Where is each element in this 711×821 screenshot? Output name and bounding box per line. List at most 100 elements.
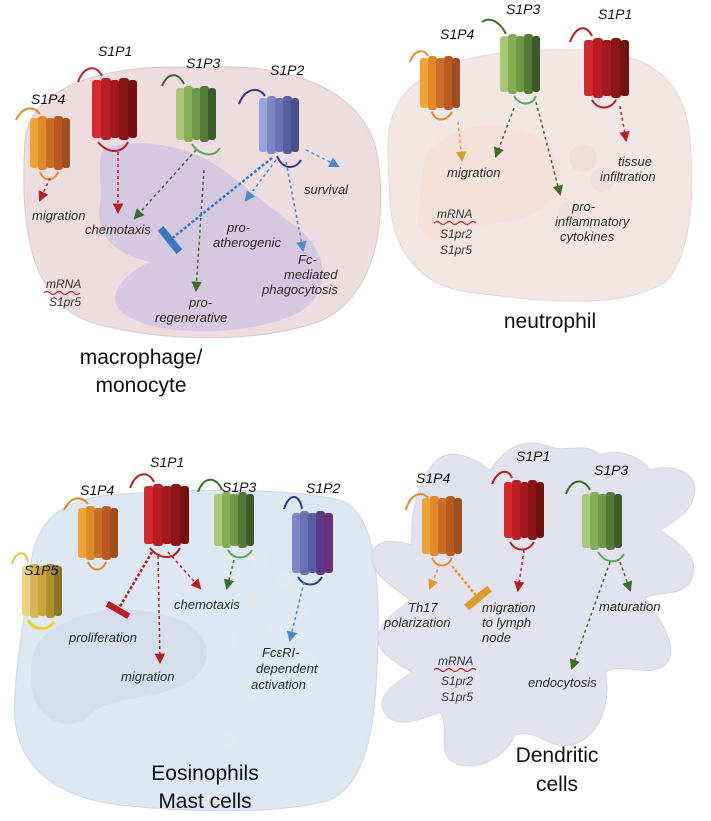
effect-proatherogenic-line2: atherogenic — [213, 235, 281, 250]
effect-endocytosis: endocytosis — [528, 675, 597, 690]
receptor-s1p1-label: S1P1 — [98, 43, 132, 59]
effect-migration: migration — [447, 165, 500, 180]
macrophage-title-line1: macrophage/ — [80, 346, 203, 369]
arrow-s1p1-chemotaxis — [167, 551, 202, 590]
effect-proinflammatory-line2: inflammatory — [555, 214, 631, 229]
effect-lymph-line2: to lymph — [482, 615, 531, 630]
receptor-s1p1-label: S1P1 — [598, 6, 632, 22]
receptor-s1p4 — [63, 497, 118, 571]
mrna-gene-s1pr5: S1pr5 — [440, 243, 472, 257]
granules — [173, 551, 327, 767]
effect-proliferation: proliferation — [68, 630, 137, 645]
receptor-s1p3 — [161, 74, 221, 156]
effect-fc-line3: phagocytosis — [261, 282, 338, 297]
receptor-s1p3 — [565, 480, 625, 563]
eosinophil-title-line2: Mast cells — [158, 790, 251, 813]
neutrophil-panel: S1P4 S1P3 S1P1 migration pro- inflamma — [387, 1, 693, 333]
receptor-s1p2-label: S1P2 — [306, 480, 340, 496]
arrow-s1p1-lymph — [514, 549, 525, 593]
arrow-s1p3-migration — [494, 107, 515, 158]
effect-fc-line2: mediated — [284, 267, 338, 282]
effect-chemotaxis: chemotaxis — [174, 597, 240, 612]
effect-migration: migration — [32, 208, 85, 223]
effect-chemotaxis: chemotaxis — [85, 222, 151, 237]
effect-fceri-line1: FcεRI- — [262, 645, 300, 660]
inhibit-s1p1-proliferation — [105, 551, 154, 620]
mrna-label: mRNA — [438, 654, 473, 668]
effect-proregenerative-line2: regenerative — [155, 310, 227, 325]
arrow-s1p3-endocytosis — [569, 561, 611, 670]
effect-lymph-line3: node — [482, 630, 511, 645]
receptor-s1p1 — [77, 67, 137, 152]
macrophage-nucleus — [99, 143, 323, 332]
receptor-s1p1 — [129, 473, 189, 558]
receptor-s1p1 — [491, 470, 544, 551]
eosinophil-nucleus — [30, 609, 207, 725]
effect-maturation: maturation — [599, 599, 660, 614]
effect-th17-line2: polarization — [383, 615, 451, 630]
receptor-s1p3-label: S1P3 — [506, 1, 540, 17]
effect-tissue-line2: infiltration — [600, 169, 656, 184]
dendritic-title-line2: cells — [536, 773, 578, 796]
inhibit-s1p4-lymph — [451, 565, 493, 611]
mrna-label: mRNA — [46, 277, 81, 291]
macrophage-panel: S1P4 S1P1 S1P3 — [15, 43, 382, 397]
effect-survival: survival — [304, 182, 349, 197]
receptor-s1p4-label: S1P4 — [440, 26, 474, 42]
receptor-s1p5-label: S1P5 — [24, 562, 58, 578]
receptor-s1p4-label: S1P4 — [80, 482, 114, 498]
neutrophil-nucleus — [417, 125, 560, 241]
arrow-s1p4-migration — [38, 177, 51, 202]
receptor-s1p5 — [11, 552, 62, 630]
granule — [559, 201, 581, 223]
receptor-s1p2 — [238, 88, 302, 168]
mrna-squiggle — [43, 290, 81, 296]
arrow-s1p2-proatherogenic — [244, 159, 277, 202]
receptor-s1p3 — [481, 18, 540, 105]
macrophage-title-line2: monocyte — [95, 374, 186, 397]
mrna-gene-s1pr5: S1pr5 — [441, 690, 473, 704]
receptor-s1p1 — [569, 27, 629, 109]
receptor-s1p4-label: S1P4 — [31, 91, 65, 107]
dendritic-panel: S1P4 S1P1 S1P3 Th17 polarization — [371, 442, 696, 796]
receptor-s1p3-label: S1P3 — [186, 55, 220, 71]
mrna-label: mRNA — [437, 207, 472, 221]
arrow-s1p3-cytokines — [535, 101, 563, 197]
receptor-s1p3 — [197, 478, 254, 559]
receptor-s1p2-label: S1P2 — [270, 62, 304, 78]
arrow-s1p2-fc — [285, 161, 307, 253]
arrow-s1p2-fceri — [286, 581, 305, 643]
effect-tissue-line1: tissue — [618, 154, 652, 169]
receptor-s1p3-label: S1P3 — [222, 479, 256, 495]
mrna-squiggle — [433, 667, 477, 673]
arrow-s1p3-maturation — [619, 561, 633, 592]
eosinophil-title-line1: Eosinophils — [151, 762, 258, 785]
receptor-s1p4-label: S1P4 — [416, 470, 450, 486]
granule — [569, 144, 597, 172]
mrna-squiggle — [433, 220, 477, 226]
arrow-s1p3-chemotaxis — [223, 559, 235, 591]
effect-proinflammatory-line1: pro- — [571, 199, 596, 214]
receptor-s1p1-label: S1P1 — [516, 448, 550, 464]
eosinophil-panel: S1P5 S1P4 S1P1 — [11, 454, 379, 813]
effect-migration: migration — [121, 669, 174, 684]
effect-proinflammatory-line3: cytokines — [560, 229, 615, 244]
effect-th17-line1: Th17 — [408, 600, 438, 615]
effect-proregenerative-line1: pro- — [188, 295, 213, 310]
receptor-s1p1-label: S1P1 — [150, 454, 184, 470]
inhibit-s1p2-chemotaxis — [157, 157, 273, 255]
effect-proatherogenic-line1: pro- — [226, 220, 251, 235]
effect-lymph-line1: migration — [482, 600, 535, 615]
mrna-gene-s1pr2: S1pr2 — [440, 227, 472, 241]
receptor-s1p4 — [409, 50, 460, 121]
arrow-s1p3-proregenerative — [191, 169, 205, 293]
arrow-s1p4-migration — [455, 121, 467, 163]
receptor-s1p4 — [405, 493, 462, 567]
effect-fceri-line2: dependent — [256, 661, 319, 676]
receptor-s1p3-label: S1P3 — [594, 462, 628, 478]
effect-fceri-line3: activation — [251, 677, 306, 692]
mrna-gene-s1pr5: S1pr5 — [49, 295, 81, 309]
granule — [590, 168, 614, 192]
neutrophil-title: neutrophil — [504, 310, 596, 333]
